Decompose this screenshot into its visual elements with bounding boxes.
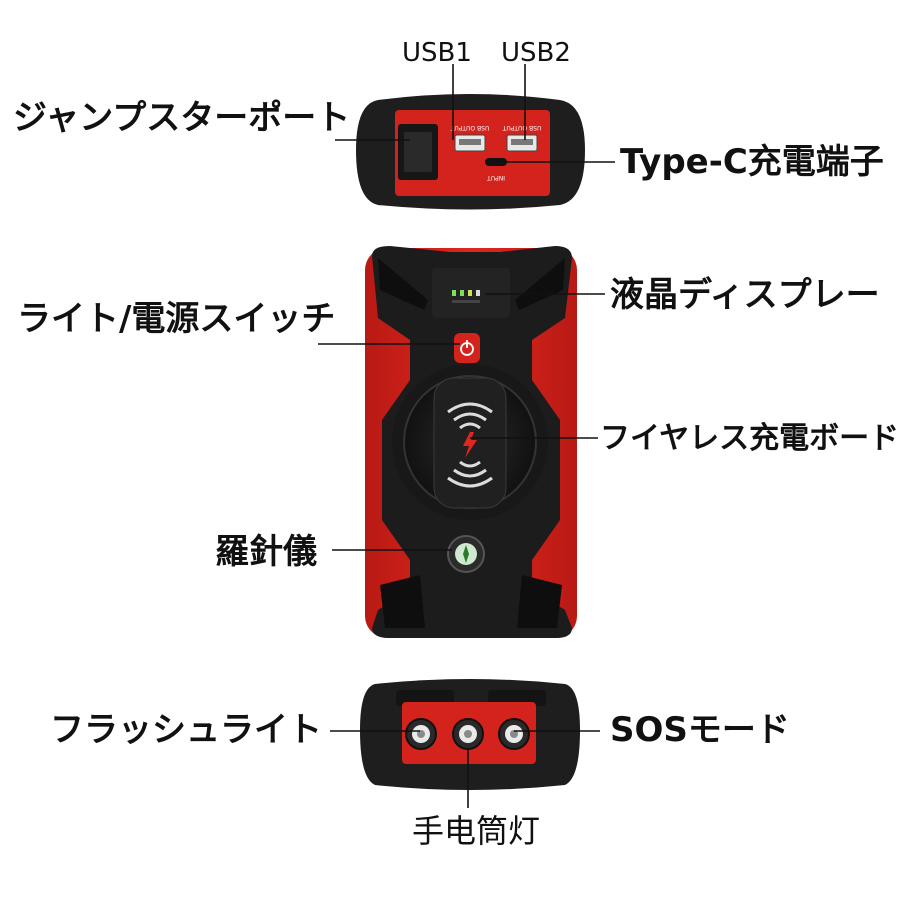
usb1-print: USB OUTPUT	[450, 124, 489, 131]
label-usb1: USB1	[402, 38, 472, 68]
label-sos-mode: SOSモード	[610, 710, 790, 750]
label-compass: 羅針儀	[215, 532, 317, 572]
type-c-port	[485, 158, 507, 166]
top-view: USB OUTPUT USB OUTPUT INPUT	[356, 94, 585, 210]
front-view	[365, 246, 577, 638]
label-wireless-pad: フイヤレス充電ボード	[600, 421, 900, 456]
leader-lines	[318, 64, 615, 808]
label-type-c: Type-C充電端子	[620, 142, 884, 182]
bottom-view	[360, 679, 580, 790]
torch-led	[452, 718, 484, 750]
label-usb2: USB2	[501, 38, 571, 68]
label-flashlight: フラッシュライト	[50, 710, 322, 750]
lightning-icon	[463, 432, 477, 458]
usb2-print: USB OUTPUT	[502, 124, 541, 131]
label-lcd-display: 液晶ディスプレー	[610, 275, 880, 315]
sos-led	[498, 718, 530, 750]
label-jump-starter-port: ジャンプスターポート	[13, 98, 351, 138]
flashlight-led	[405, 718, 437, 750]
input-print: INPUT	[487, 174, 505, 181]
label-light-power-switch: ライト/電源スイッチ	[17, 299, 336, 339]
label-torch: 手电筒灯	[412, 812, 541, 850]
